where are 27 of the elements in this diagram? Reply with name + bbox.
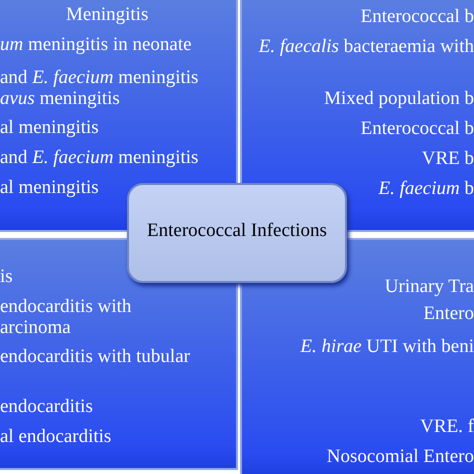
infection-name: Mixed population b — [324, 88, 474, 109]
infection-name: Urinary Tra — [384, 276, 474, 297]
infection-name: avus meningitis — [0, 88, 120, 109]
category-panel — [0, 238, 238, 470]
infection-name: Nosocomial Entero — [326, 446, 474, 467]
infection-name: and E. faecium meningitis — [0, 67, 198, 88]
topic-box — [127, 183, 347, 283]
infection-name: Entero — [423, 303, 474, 324]
topic-title: Enterococcal Infections — [147, 220, 327, 242]
infection-name: Enterococcal b — [360, 118, 474, 139]
infection-name: VRE. f — [420, 416, 474, 437]
infection-name: E. faecium b — [378, 178, 474, 199]
infection-name: endocarditis — [0, 396, 93, 417]
infection-name: endocarditis with arcinoma — [0, 296, 132, 338]
infection-name: E. faecalis bacteraemia with — [258, 36, 474, 57]
category-panel — [240, 238, 474, 474]
infection-name: al meningitis — [0, 177, 99, 198]
infection-name: Enterococcal b — [360, 6, 474, 27]
infection-name: E. hirae UTI with beni — [300, 336, 474, 357]
infection-name: is — [0, 266, 13, 287]
infection-name: and E. faecium meningitis — [0, 147, 198, 168]
infection-name: um meningitis in neonate — [0, 34, 192, 55]
panel-heading: Meningitis — [66, 4, 148, 25]
infection-name: al meningitis — [0, 117, 99, 138]
infection-name: VRE b — [422, 148, 474, 169]
infection-name: al endocarditis — [0, 426, 112, 447]
infection-name: endocarditis with tubular — [0, 346, 190, 367]
